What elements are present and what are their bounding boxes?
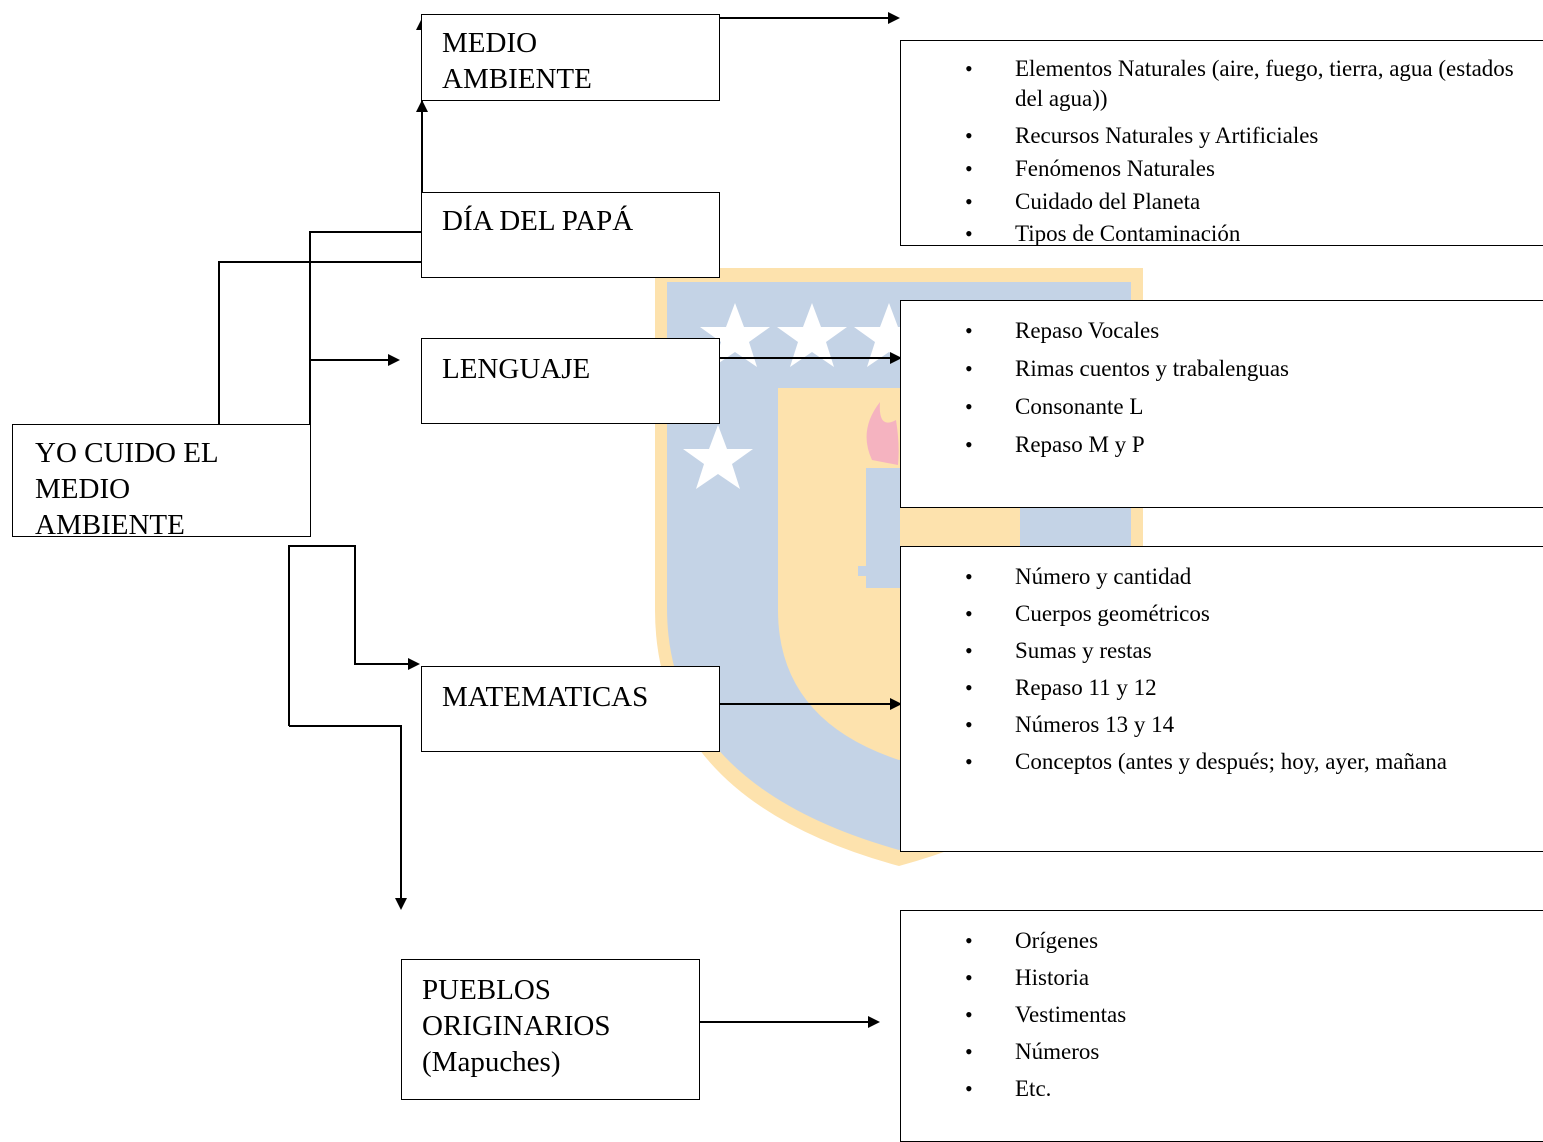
list-item-text: Rimas cuentos y trabalenguas <box>1015 356 1290 381</box>
list-item-text: Repaso 11 y 12 <box>1015 675 1157 700</box>
list-item-text: Consonante L <box>1015 394 1144 419</box>
list-item: Números <box>901 1033 1531 1070</box>
list-box-matematicas: Número y cantidad Cuerpos geométricos Su… <box>900 546 1543 852</box>
topic-box-dia-papa: DÍA DEL PAPÁ <box>421 192 720 278</box>
list-item-text: Fenómenos Naturales <box>1015 156 1215 181</box>
list-item: Número y cantidad <box>901 558 1541 595</box>
list-box-lenguaje: Repaso Vocales Rimas cuentos y trabaleng… <box>900 300 1543 508</box>
emblem-laurel <box>702 570 879 796</box>
topic-label-dia-papa: DÍA DEL PAPÁ <box>442 205 634 237</box>
list-item: Etc. <box>901 1070 1531 1107</box>
list-medio-ambiente: Elementos Naturales (aire, fuego, tierra… <box>901 54 1531 246</box>
list-item-text: Sumas y restas <box>1015 638 1152 663</box>
connector-central-dia-papa <box>218 261 422 424</box>
list-item: Fenómenos Naturales <box>901 152 1531 186</box>
list-item: Cuerpos geométricos <box>901 595 1541 632</box>
list-item-text: Historia <box>1015 965 1090 990</box>
list-item: Consonante L <box>901 388 1531 426</box>
list-item-text: Vestimentas <box>1015 1002 1127 1027</box>
list-lenguaje: Repaso Vocales Rimas cuentos y trabaleng… <box>901 312 1531 464</box>
list-item-text: Cuidado del Planeta <box>1015 189 1201 214</box>
list-pueblos: Orígenes Historia Vestimentas Números Et… <box>901 922 1531 1107</box>
central-topic-box: YO CUIDO EL MEDIO AMBIENTE <box>12 424 311 537</box>
list-item: Tipos de Contaminación <box>901 218 1531 246</box>
topic-box-lenguaje: LENGUAJE <box>421 338 720 424</box>
central-topic-label: YO CUIDO EL MEDIO AMBIENTE <box>35 437 219 537</box>
list-item: Repaso M y P <box>901 426 1531 464</box>
topic-label-medio-ambiente: MEDIO AMBIENTE <box>442 27 592 95</box>
list-item-text: Etc. <box>1015 1076 1052 1101</box>
list-item-text: Números 13 y 14 <box>1015 712 1175 737</box>
topic-label-matematicas: MATEMATICAS <box>442 681 649 713</box>
list-item: Orígenes <box>901 922 1531 959</box>
list-item: Recursos Naturales y Artificiales <box>901 120 1531 152</box>
connector-central-pueblos <box>289 725 407 910</box>
list-item-text: Cuerpos geométricos <box>1015 601 1210 626</box>
topic-box-matematicas: MATEMATICAS <box>421 666 720 752</box>
list-item-text: Elementos Naturales (aire, fuego, tierra… <box>1015 56 1514 111</box>
list-item-text: Recursos Naturales y Artificiales <box>1015 123 1319 148</box>
emblem-flame <box>866 402 899 465</box>
emblem-stars <box>683 303 924 489</box>
list-box-medio-ambiente: Elementos Naturales (aire, fuego, tierra… <box>900 40 1543 246</box>
list-item: Vestimentas <box>901 996 1531 1033</box>
list-item: Números 13 y 14 <box>901 706 1541 743</box>
list-item: Rimas cuentos y trabalenguas <box>901 350 1531 388</box>
topic-box-pueblos: PUEBLOS ORIGINARIOS (Mapuches) <box>401 959 700 1100</box>
list-item-text: Orígenes <box>1015 928 1099 953</box>
topic-box-medio-ambiente: MEDIO AMBIENTE <box>421 14 720 101</box>
list-item: Elementos Naturales (aire, fuego, tierra… <box>901 54 1531 114</box>
list-box-pueblos: Orígenes Historia Vestimentas Números Et… <box>900 910 1543 1142</box>
connector-central-branch <box>309 231 422 444</box>
list-item-text: Número y cantidad <box>1015 564 1192 589</box>
list-item-text: Tipos de Contaminación <box>1015 221 1241 246</box>
list-item-text: Repaso M y P <box>1015 432 1145 457</box>
list-item: Repaso 11 y 12 <box>901 669 1541 706</box>
list-item: Cuidado del Planeta <box>901 186 1531 218</box>
list-matematicas: Número y cantidad Cuerpos geométricos Su… <box>901 558 1541 780</box>
list-item: Historia <box>901 959 1531 996</box>
list-item-text: Repaso Vocales <box>1015 318 1160 343</box>
list-item: Repaso Vocales <box>901 312 1531 350</box>
topic-label-pueblos: PUEBLOS ORIGINARIOS (Mapuches) <box>422 974 611 1078</box>
connector-central-matematicas <box>288 545 420 726</box>
list-item-text: Conceptos (antes y después; hoy, ayer, m… <box>1015 749 1447 774</box>
list-item: Sumas y restas <box>901 632 1541 669</box>
list-item-text: Números <box>1015 1039 1100 1064</box>
topic-label-lenguaje: LENGUAJE <box>442 353 591 385</box>
list-item: Conceptos (antes y después; hoy, ayer, m… <box>901 743 1541 780</box>
